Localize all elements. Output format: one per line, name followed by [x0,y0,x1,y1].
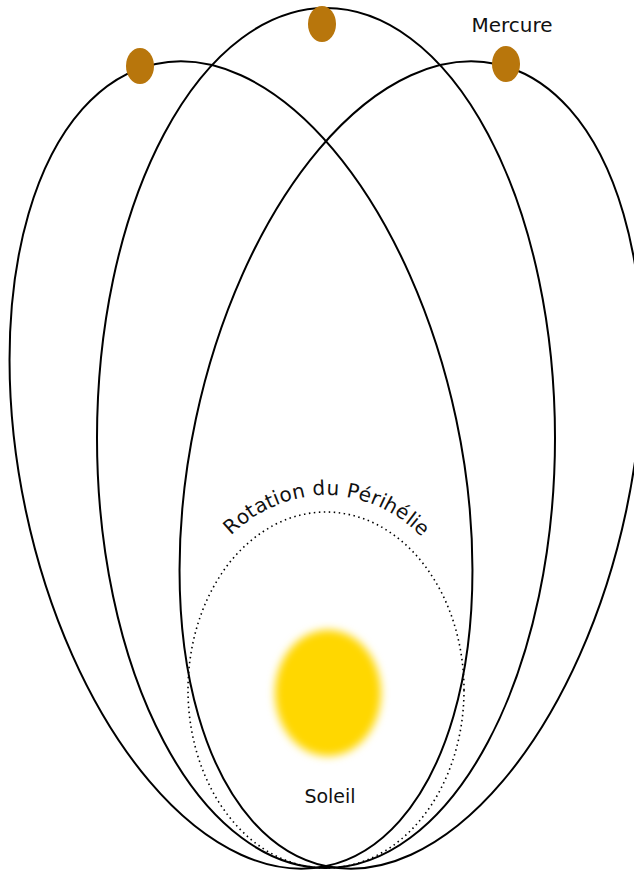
sun [275,630,381,756]
planet-label: Mercure [471,14,552,37]
sun-label: Soleil [304,786,355,808]
arc-character: t [242,500,259,521]
mercury-planet [126,48,154,84]
perihelion-rotation-circle [188,512,464,868]
arc-character: i [376,490,389,510]
arc-character: i [407,512,424,531]
arc-character: d [312,478,326,499]
orbit [0,18,541,874]
arc-character: n [290,480,307,502]
arc-character: h [381,493,402,517]
arc-character: i [270,487,283,508]
arc-character: t [262,490,277,511]
arc-character: u [326,478,340,499]
arc-character: o [231,505,253,528]
arc-character: é [356,483,374,506]
mercury-planet [492,46,520,82]
arc-character: P [345,480,361,502]
arc-character: é [392,500,413,523]
orbit [97,8,555,868]
arc-character [304,479,313,500]
arc-character: o [276,483,294,506]
orbit-left-group [0,18,541,874]
arc-character: R [219,514,243,538]
arc-character: e [411,516,434,539]
arc-character: a [250,494,270,517]
arc-character: l [402,508,419,527]
arc-character: r [368,487,383,509]
arc-character [338,479,347,500]
mercury-planet [308,6,336,42]
